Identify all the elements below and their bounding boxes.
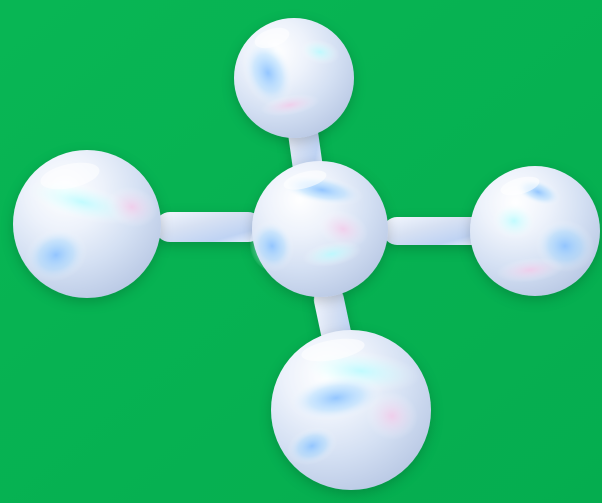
- atom-top: [234, 18, 354, 138]
- top-atom-highlight: [254, 27, 290, 49]
- center-atom-cyan-shine: [302, 241, 362, 267]
- atom-left: [13, 150, 161, 298]
- left-atom-highlight: [40, 162, 100, 190]
- bottom-atom-blue-shine: [288, 375, 384, 421]
- bottom-atom-pink-shine: [366, 391, 418, 441]
- atom-bottom: [271, 330, 431, 490]
- top-atom-blue-shine: [242, 39, 294, 107]
- right-atom-cyan-shine: [492, 202, 536, 240]
- atom-right: [470, 166, 600, 296]
- left-atom-blue-shine: [24, 228, 88, 282]
- bottom-atom-blue-shine-lower: [286, 426, 338, 466]
- center-atom-pink-shine: [317, 210, 369, 248]
- top-atom-cyan-shine: [300, 39, 340, 65]
- right-atom-highlight: [500, 176, 540, 196]
- left-atom-pink-shine: [106, 186, 158, 228]
- atom-center: [249, 161, 388, 297]
- center-atom-highlight: [283, 170, 327, 190]
- right-atom-pink-shine: [496, 257, 564, 283]
- top-atom-pink-shine: [260, 93, 320, 117]
- bond-left: [155, 212, 263, 242]
- center-atom-blue-shine-left: [249, 220, 295, 272]
- bottom-atom-highlight: [301, 338, 365, 362]
- bond-right: [383, 217, 487, 245]
